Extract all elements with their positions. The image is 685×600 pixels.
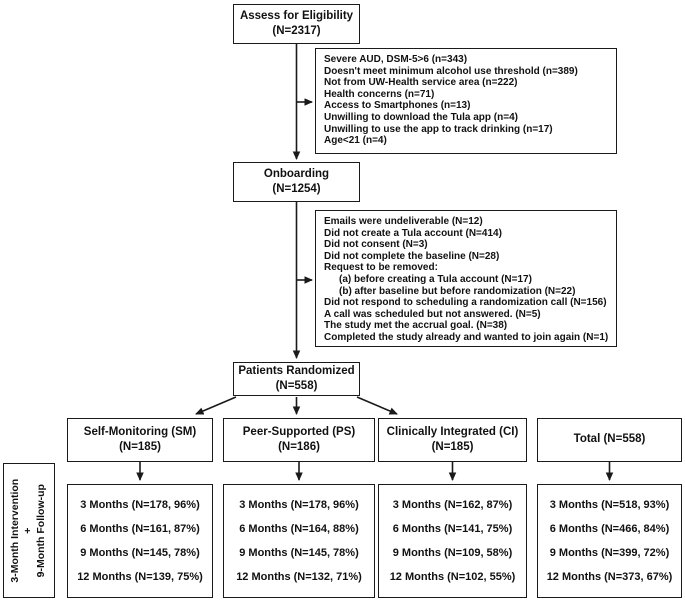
followup-row: 3 Months (N=178, 96%) — [239, 499, 359, 511]
exclusion2-reason: Did not create a Tula account (N=414) — [324, 227, 502, 239]
exclusion2-reason-sub-a: (a) before creating a Tula account (N=17… — [339, 273, 532, 285]
arm-title: Clinically Integrated (CI) — [386, 425, 519, 438]
exclusion1-reason: Unwilling to download the Tula app (n=4) — [324, 111, 518, 123]
followup-row: 6 Months (N=161, 87%) — [80, 523, 200, 535]
exclusion2-reason: Completed the study already and wanted t… — [324, 331, 609, 343]
patients-randomized-title: Patients Randomized — [238, 364, 355, 377]
followup-row: 6 Months (N=141, 75%) — [392, 523, 513, 535]
followup-row: 3 Months (N=178, 96%) — [80, 499, 200, 511]
arm-box-total: Total (N=558) — [537, 418, 682, 462]
arm-box-clinically-integrated: Clinically Integrated (CI) (N=185) — [378, 418, 527, 462]
exclusion1-reason: Health concerns (n=71) — [324, 88, 435, 100]
arm-title: Peer-Supported (PS) — [242, 425, 356, 438]
exclusion1-reason: Not from UW-Health service area (n=222) — [324, 77, 518, 89]
followup-row: 12 Months (N=139, 75%) — [77, 571, 203, 583]
exclusion-box-2: Emails were undeliverable (N=12) Did not… — [315, 210, 617, 347]
arm-box-peer-supported: Peer-Supported (PS) (N=186) — [223, 418, 375, 462]
exclusion2-reason: Did not consent (N=3) — [324, 239, 428, 251]
exclusion2-reason: Did not respond to scheduling a randomiz… — [324, 297, 607, 309]
side-label-line3: 9-Month Follow-up — [35, 483, 48, 578]
arm-n: (N=185) — [431, 441, 474, 453]
assess-eligibility-title: Assess for Eligibility — [239, 9, 354, 22]
followup-row: 9 Months (N=109, 58%) — [392, 547, 513, 559]
exclusion1-reason: Doesn't meet minimum alcohol use thresho… — [324, 65, 578, 77]
followup-box-self-monitoring: 3 Months (N=178, 96%) 6 Months (N=161, 8… — [67, 484, 213, 598]
exclusion-box-1: Severe AUD, DSM-5>6 (n=343) Doesn't meet… — [315, 48, 617, 154]
followup-box-clinically-integrated: 3 Months (N=162, 87%) 6 Months (N=141, 7… — [378, 484, 527, 598]
followup-box-peer-supported: 3 Months (N=178, 96%) 6 Months (N=164, 8… — [223, 484, 375, 598]
followup-box-total: 3 Months (N=518, 93%) 6 Months (N=466, 8… — [537, 484, 682, 598]
exclusion2-reason: A call was scheduled but not answered. (… — [324, 308, 541, 320]
onboarding-box: Onboarding (N=1254) — [233, 162, 360, 202]
followup-row: 12 Months (N=102, 55%) — [389, 571, 516, 583]
side-label-line2: + — [22, 527, 35, 534]
followup-row: 12 Months (N=132, 71%) — [236, 571, 362, 583]
arm-title: Self-Monitoring (SM) — [83, 425, 197, 438]
exclusion2-reason: Did not complete the baseline (N=28) — [324, 250, 500, 262]
followup-row: 12 Months (N=373, 67%) — [546, 571, 673, 583]
arm-title: Total (N=558) — [573, 433, 646, 446]
arm-box-self-monitoring: Self-Monitoring (SM) (N=185) — [67, 418, 213, 462]
intervention-period-side-label: 3-Month Intervention + 9-Month Follow-up — [9, 479, 48, 583]
followup-row: 9 Months (N=145, 78%) — [239, 547, 359, 559]
exclusion1-reason: Severe AUD, DSM-5>6 (n=343) — [324, 54, 468, 65]
side-label-line1: 3-Month Intervention — [9, 478, 22, 583]
followup-row: 9 Months (N=145, 78%) — [80, 547, 200, 559]
onboarding-title: Onboarding — [263, 167, 330, 180]
intervention-period-side-label-box: 3-Month Intervention + 9-Month Follow-up — [3, 463, 55, 598]
followup-row: 3 Months (N=518, 93%) — [549, 499, 670, 511]
exclusion2-reason: Request to be removed: — [324, 262, 438, 274]
arm-n: (N=186) — [278, 441, 320, 453]
assess-eligibility-n: (N=2317) — [272, 25, 321, 37]
onboarding-n: (N=1254) — [272, 183, 321, 195]
assess-eligibility-box: Assess for Eligibility (N=2317) — [233, 4, 360, 44]
patients-randomized-n: (N=558) — [275, 380, 318, 392]
followup-row: 3 Months (N=162, 87%) — [392, 499, 513, 511]
exclusion1-reason: Unwilling to use the app to track drinki… — [324, 123, 553, 135]
followup-row: 9 Months (N=399, 72%) — [549, 547, 670, 559]
arm-n: (N=185) — [119, 441, 161, 453]
exclusion1-reason: Age<21 (n=4) — [324, 135, 387, 147]
exclusion2-reason-sub-b: (b) after baseline but before randomizat… — [339, 285, 576, 297]
patients-randomized-box: Patients Randomized (N=558) — [233, 362, 360, 396]
exclusion2-reason: Emails were undeliverable (N=12) — [324, 216, 483, 227]
exclusion2-reason: The study met the accrual goal. (N=38) — [324, 320, 508, 332]
followup-row: 6 Months (N=466, 84%) — [549, 523, 670, 535]
exclusion1-reason: Access to Smartphones (n=13) — [324, 100, 471, 112]
followup-row: 6 Months (N=164, 88%) — [239, 523, 359, 535]
